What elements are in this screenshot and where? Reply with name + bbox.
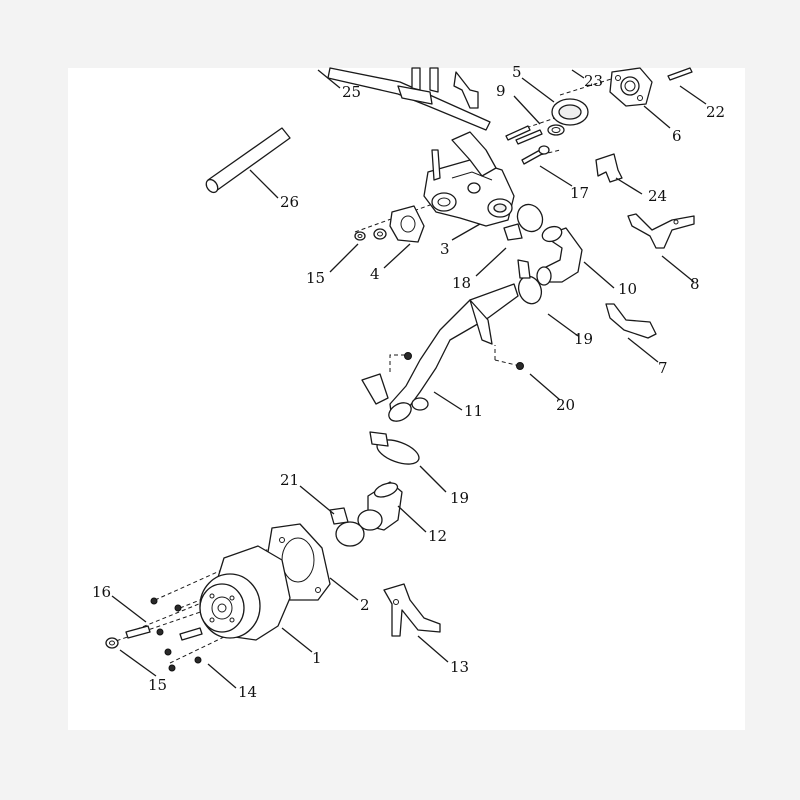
callout-15-top: 15	[306, 269, 325, 287]
callout-19-upper: 19	[574, 330, 593, 348]
callout-11: 11	[464, 402, 483, 420]
callout-26: 26	[280, 193, 299, 211]
callout-16: 16	[92, 583, 111, 601]
callout-1: 1	[312, 649, 322, 667]
callout-13: 13	[450, 658, 469, 676]
callout-14: 14	[238, 683, 257, 701]
part-12-elbow-hose	[357, 481, 403, 531]
part-16-studs	[125, 625, 203, 641]
part-25-pipe-bracket	[327, 67, 491, 131]
callout-15-bottom: 15	[148, 676, 167, 694]
callout-19-lower: 19	[450, 489, 469, 507]
callout-3: 3	[440, 240, 450, 258]
part-6-housing-cover	[609, 67, 653, 107]
part-10-elbow-hose	[536, 225, 583, 286]
part-19-clamp-lower	[369, 431, 420, 465]
callout-9: 9	[496, 82, 506, 100]
callout-labels: 25 5 23 9 22 6 26 17 24 15 4 3 18 8 10 1…	[92, 63, 725, 701]
part-15-nut-bottom	[105, 637, 119, 649]
part-22-stud	[667, 67, 693, 81]
part-11-coolant-pipe	[361, 283, 519, 422]
callout-18: 18	[452, 274, 471, 292]
callout-22: 22	[706, 103, 725, 121]
callout-6: 6	[672, 127, 682, 145]
callout-4: 4	[370, 265, 380, 283]
callout-21: 21	[280, 471, 299, 489]
callout-8: 8	[690, 275, 700, 293]
leader-lines	[111, 69, 707, 689]
part-8-bracket	[627, 213, 695, 249]
assembly-centerlines	[109, 69, 641, 664]
part-9-seal	[547, 124, 565, 136]
part-13-bracket	[383, 583, 441, 637]
callout-5: 5	[512, 63, 522, 81]
callout-17: 17	[570, 184, 589, 202]
part-3-thermostat-housing	[423, 131, 515, 227]
part-19-clamp-upper	[517, 259, 543, 305]
callout-23: 23	[584, 72, 603, 90]
callout-25: 25	[342, 83, 361, 101]
part-14-bolts	[150, 597, 202, 672]
callout-20: 20	[556, 396, 575, 414]
part-20-bolts	[404, 352, 524, 370]
part-26-straight-tube	[205, 127, 291, 194]
part-21-clamp	[329, 507, 365, 547]
studs-top	[505, 125, 543, 145]
part-24-bracket	[595, 153, 623, 183]
part-17-bolt	[521, 145, 550, 165]
part-5-thermostat-ring	[551, 98, 589, 126]
part-7-bracket	[605, 303, 657, 339]
callout-2: 2	[360, 596, 370, 614]
callout-7: 7	[658, 359, 668, 377]
part-18-hose-clamp	[503, 203, 544, 241]
part-1-water-pump	[199, 545, 291, 641]
part-15-nuts-top	[354, 228, 387, 241]
part-4-gasket	[389, 205, 425, 243]
callout-12: 12	[428, 527, 447, 545]
callout-10: 10	[618, 280, 637, 298]
callout-24: 24	[648, 187, 667, 205]
